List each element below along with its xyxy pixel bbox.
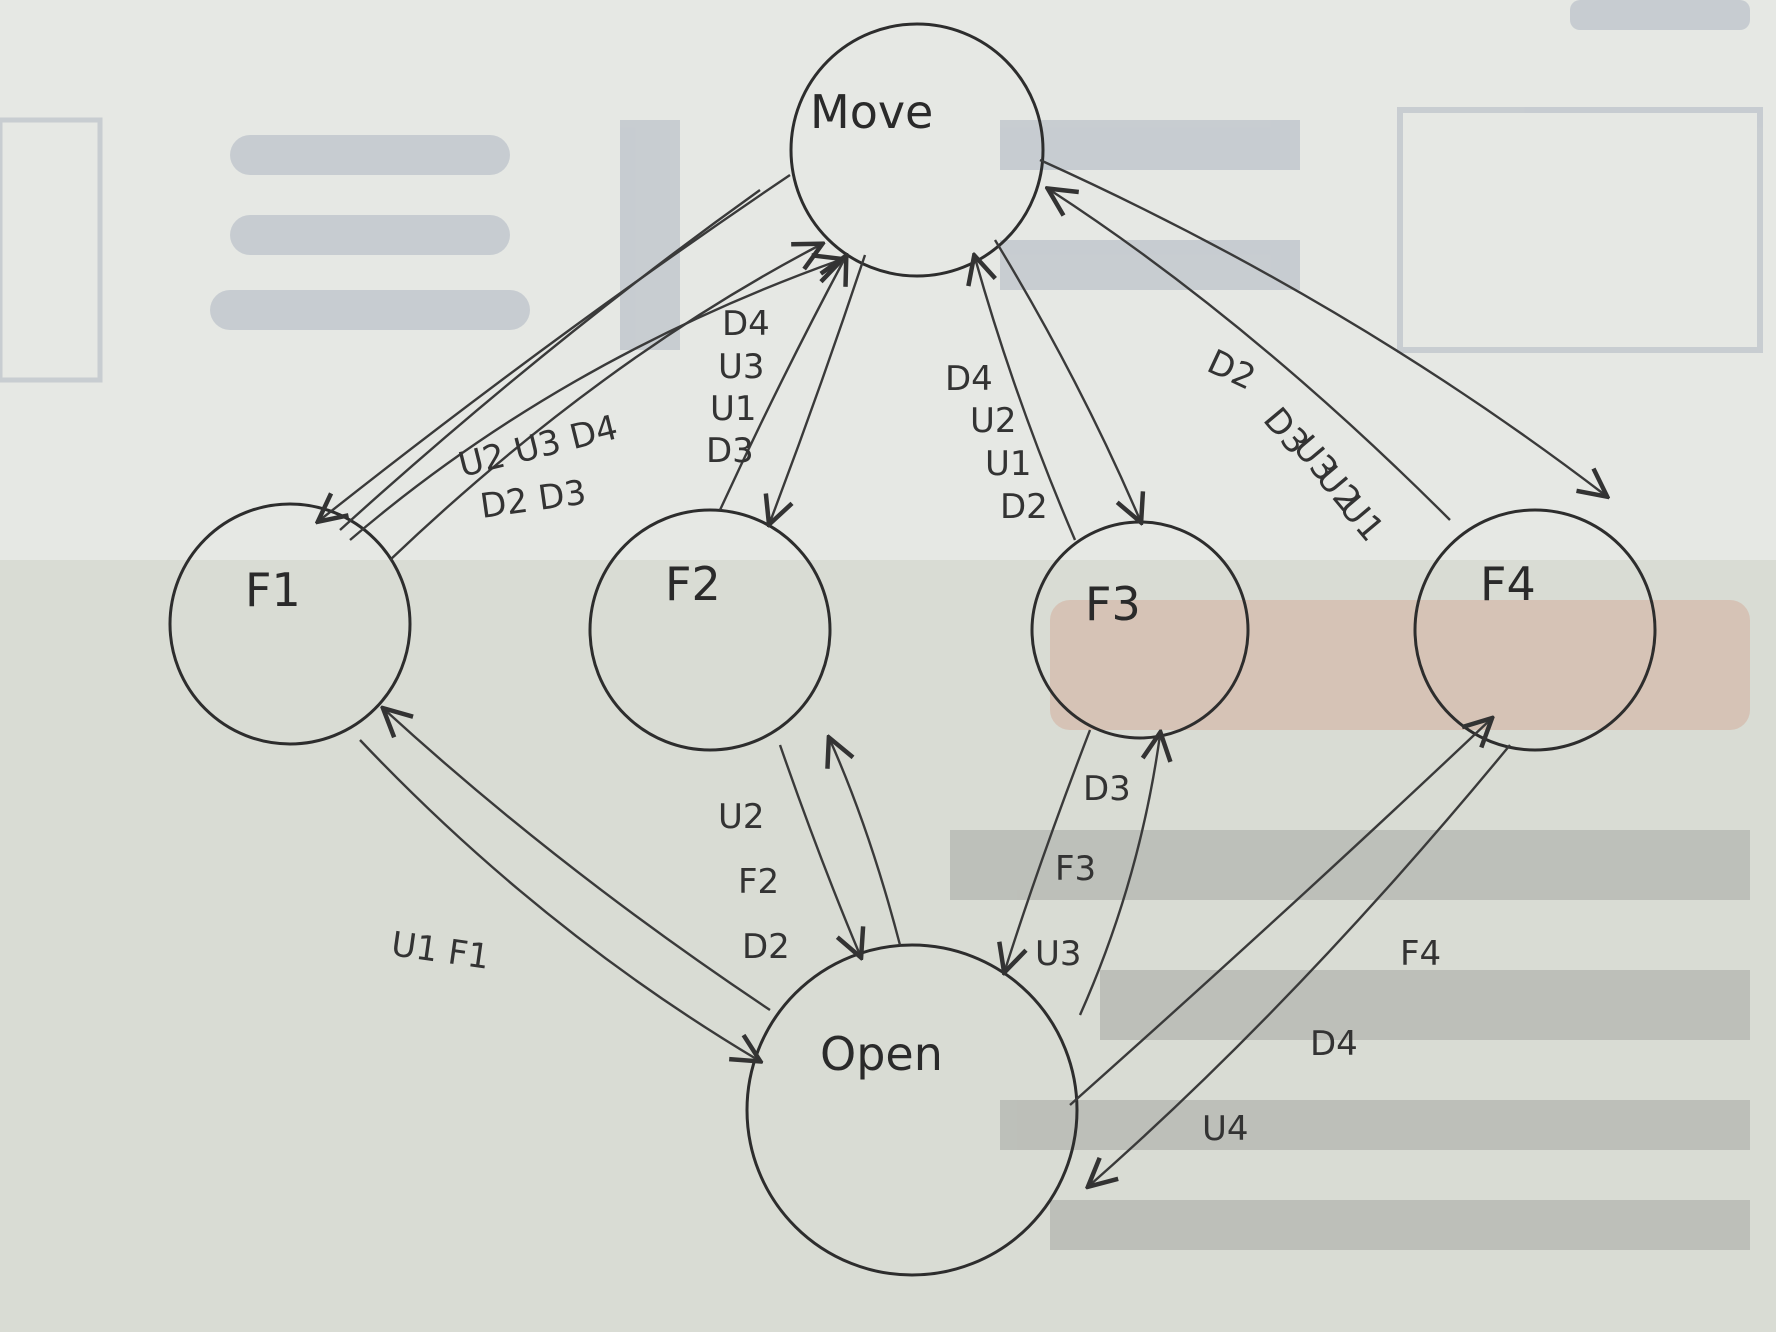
edge-open-f4 [1069,720,1490,1106]
edge-f1-open [359,739,758,1060]
edge-label: U1 [710,389,757,429]
node-move-label: Move [810,85,933,139]
gray-ghost-shapes [950,830,1750,1250]
label-group-move-f2: D4 U3 U1 D3 [706,304,770,471]
edge-label: D4 [722,304,770,344]
node-open: Open [745,943,1079,1277]
edge-move-f3 [993,239,1140,520]
edge-label: D3 [1083,769,1131,809]
edge-label: U2 [718,797,765,837]
edge-label: D2 [1000,487,1048,527]
edge-move-f1 [320,174,791,520]
node-f4: F4 [1413,508,1657,752]
edge-label: D4 [1310,1024,1358,1064]
edge-move-f2 [770,254,867,522]
label-group-f4-open: F4 D4 U4 [1202,934,1441,1149]
edge-label: D2 [742,927,790,967]
edge-move-f4 [1039,158,1605,495]
edge-f3-move [975,258,1077,541]
edge-label: U2 [970,401,1017,441]
edge-label: D3 [706,431,754,471]
edge-f4-move [1050,190,1451,521]
edge-label: D4 [945,359,993,399]
node-open-label: Open [820,1027,943,1081]
edge-f1-move-2 [349,260,840,541]
edge-f2-move [718,258,845,511]
edge-f4-open [1090,744,1511,1185]
edge-open-f3 [1078,735,1160,1016]
edge-label: U3 [1035,934,1082,974]
edge-open-f1 [385,710,771,1011]
edge-label: U1 [985,444,1032,484]
edge-label: U3 [718,347,765,387]
edge-label: F3 [1055,849,1096,889]
node-f3: F3 [1030,520,1250,740]
edge-label: F4 [1400,934,1441,974]
red-ghost-shapes [1050,600,1750,730]
edge-move-f1-2 [339,189,761,531]
node-f1: F1 [168,502,412,746]
label-group-f3-move: D4 U2 U1 D2 [945,359,1048,527]
node-move: Move [789,22,1045,278]
edge-open-f2 [830,740,902,946]
edge-f1-move-1 [389,245,820,561]
node-f3-label: F3 [1085,577,1141,631]
node-f2: F2 [588,508,832,752]
printed-ghost-shapes [0,0,1763,383]
node-f2-label: F2 [665,557,721,611]
edge-label: U4 [1202,1109,1249,1149]
edge-f3-open [1005,729,1092,970]
edge-label: F2 [738,862,779,902]
node-f1-label: F1 [245,563,301,617]
node-f4-label: F4 [1480,557,1536,611]
label-group-f2-open: U2 F2 D2 [718,797,790,967]
edge-f2-open [778,744,860,955]
label-group-f3-open: D3 F3 U3 [1035,769,1131,974]
